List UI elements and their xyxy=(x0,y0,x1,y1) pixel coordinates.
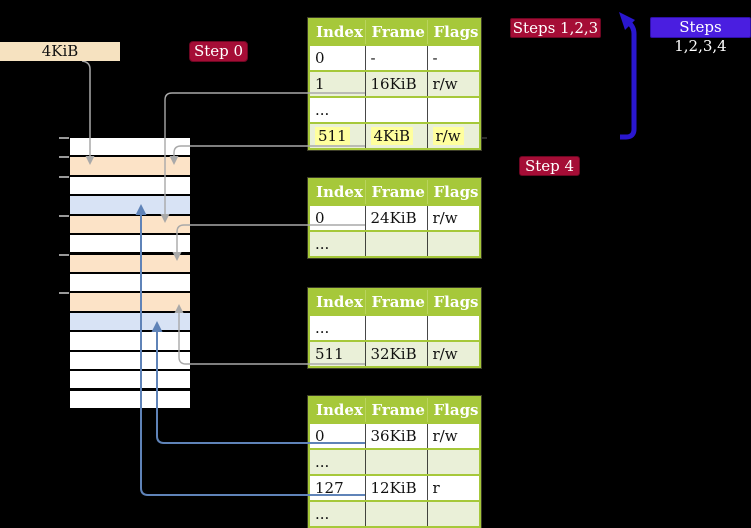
table-cell: r/w xyxy=(426,204,480,231)
table-cell: 16KiB xyxy=(364,70,427,97)
table-row: 0-- xyxy=(309,44,480,71)
table-cell xyxy=(364,448,427,475)
table-row: ... xyxy=(309,230,480,257)
table-header-cell: Frame xyxy=(364,19,427,45)
table-cell: 24KiB xyxy=(364,204,427,231)
table-cell: r/w xyxy=(426,122,480,149)
table-cell: 511 xyxy=(309,122,365,149)
memory-row-frame xyxy=(70,157,190,175)
table-cell xyxy=(426,314,480,341)
memory-tick xyxy=(59,253,69,256)
table-cell: r xyxy=(426,474,480,501)
table-cell: ... xyxy=(309,500,365,527)
table-cell: 0 xyxy=(309,204,365,231)
table-row: 511 4KiB r/w xyxy=(309,122,480,149)
table-header-cell: Index xyxy=(309,289,365,315)
table-cell: 1 xyxy=(309,70,365,97)
table-cell xyxy=(364,500,427,527)
badge-steps-1-2-3: Steps 1,2,3 xyxy=(510,18,601,38)
table-cell: r/w xyxy=(426,70,480,97)
physical-memory-column xyxy=(59,137,190,410)
memory-row-plain xyxy=(70,274,190,292)
table-cell xyxy=(364,96,427,123)
table-row: ... xyxy=(309,500,480,527)
memory-row-frame xyxy=(70,254,190,272)
memory-tick xyxy=(59,175,69,178)
table-cell xyxy=(426,96,480,123)
table-cell: r/w xyxy=(426,340,480,367)
table-cell: r/w xyxy=(426,422,480,449)
memory-row-plain xyxy=(70,332,190,350)
big-steps-arrowhead xyxy=(619,12,635,30)
table-cell: 0 xyxy=(309,44,365,71)
table-header-cell: Frame xyxy=(364,397,427,423)
memory-row-page xyxy=(70,312,190,331)
table-cell: 32KiB xyxy=(364,340,427,367)
memory-row-page xyxy=(70,196,190,214)
table-cell xyxy=(426,448,480,475)
badge-step-4: Step 4 xyxy=(519,156,580,176)
memory-tick xyxy=(59,156,69,159)
table-cell: 127 xyxy=(309,474,365,501)
table-cell: - xyxy=(364,44,427,71)
table-header-cell: Flags xyxy=(426,289,480,315)
memory-row-plain xyxy=(70,371,190,389)
memory-row-plain xyxy=(70,390,190,408)
memory-row-plain xyxy=(70,176,190,195)
table-header-cell: Frame xyxy=(364,179,427,205)
table-header-cell: Index xyxy=(309,397,365,423)
table-header-cell: Flags xyxy=(426,179,480,205)
memory-row-plain xyxy=(70,235,190,253)
table-cell: 0 xyxy=(309,422,365,449)
table-cell xyxy=(426,230,480,257)
table-cell: 12KiB xyxy=(364,474,427,501)
table-cell: ... xyxy=(309,230,365,257)
table-cell: 511 xyxy=(309,340,365,367)
memory-tick xyxy=(59,137,69,139)
table-header-cell: Index xyxy=(309,19,365,45)
big-steps-arrow xyxy=(620,21,637,140)
memory-row-frame xyxy=(70,215,190,234)
table-cell: ... xyxy=(309,448,365,475)
table-header-cell: Index xyxy=(309,179,365,205)
table-cell xyxy=(364,230,427,257)
table-cell: ... xyxy=(309,96,365,123)
table-cell: - xyxy=(426,44,480,71)
table-row: ... xyxy=(309,314,480,341)
table-header-cell: Flags xyxy=(426,397,480,423)
memory-tick xyxy=(59,214,69,217)
table-row: ... xyxy=(309,448,480,475)
table-cell xyxy=(364,314,427,341)
memory-tick xyxy=(59,292,69,295)
badge-step-0: Step 0 xyxy=(189,41,248,62)
table-cell xyxy=(426,500,480,527)
highlighted-value: r/w xyxy=(432,127,464,145)
frame-address-label: 4KiB xyxy=(0,42,120,61)
table-header-cell: Frame xyxy=(364,289,427,315)
memory-row-frame xyxy=(70,293,190,311)
table-cell: 4KiB xyxy=(364,122,427,149)
table-cell: 36KiB xyxy=(364,422,427,449)
table-cell: ... xyxy=(309,314,365,341)
memory-row-plain xyxy=(70,138,190,156)
table-row: ... xyxy=(309,96,480,123)
table-header-cell: Flags xyxy=(426,19,480,45)
memory-row-plain xyxy=(70,351,190,370)
badge-steps-1-2-3-4: Steps 1,2,3,4 xyxy=(650,17,751,55)
highlighted-value: 511 xyxy=(315,127,350,145)
highlighted-value: 4KiB xyxy=(370,127,414,145)
